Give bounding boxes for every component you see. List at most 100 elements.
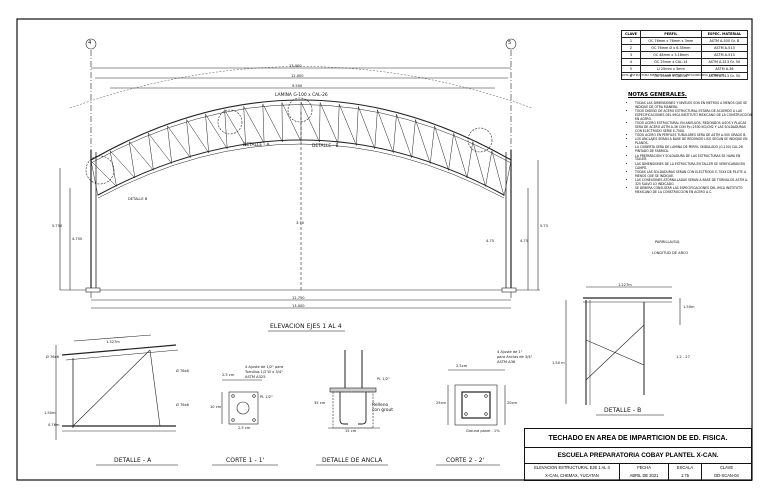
note-item: TODO ACERO EN PERFILES TUBULARES SERA DE… [635,133,752,138]
dim-top-2: 12.000 [291,74,304,78]
notes-legend-1: PARRILLA/SUJ. [655,240,681,244]
dim-right-h1: 4.75 [486,239,495,243]
axis-bubble-right [505,38,517,50]
corte2-dim-1: 2.5cm [456,364,468,368]
material-cell: ASTM A-36 [700,65,749,73]
ancla-relleno-2: con grout [372,408,393,413]
elevation-view [59,38,540,309]
tb-location: X-CAN, CHEMAX, YUCATAN [545,473,599,478]
det-a-leader-1: Ø 76x6 [46,355,59,359]
det-b-title: DETALLE - B [604,407,642,414]
dim-right-h3: 4.75 [520,239,529,243]
section-1-view [221,379,262,425]
dim-right-h2: 5.75 [540,224,549,228]
corte2-ground: Ground panel - 1% [466,429,500,433]
material-cell: ASTM A-513 [700,51,749,59]
sheet-border [16,18,753,481]
det-b-dim-2: 1.50m [683,305,695,309]
material-footnote: NOTA: ESTRUCTURA METALICA CON PINTURA AN… [621,73,724,77]
detalle-b-callout: DETALLE - B [312,144,339,149]
note-item: LOS ANCLAJES SERAN A BASE DE REDONDO LIS… [635,137,752,146]
ancla-dim-3: 15 cm [345,429,357,433]
material-col-perfil: PERFIL [639,30,702,38]
anchor-detail-view [328,350,380,429]
note-item: TODO ACERO ESTRUCTURAL EN ANGULOS, REDON… [635,121,752,134]
material-cell: 1 [621,37,641,45]
axis-label-left: 4 [88,40,92,46]
note-item: TODAS LAS SOLDADURAS SERAN CON ELECTRODO… [635,170,752,179]
det-a-leader-3: Ø 76x6 [176,403,189,407]
ancla-relleno-1: Relleno [372,403,389,408]
dim-bottom-1: 12.750 [292,296,305,300]
det-a-title: DETALLE - A [114,457,152,464]
material-cell: 2 [621,44,641,52]
det-b-dim-1: 1.227m [618,283,632,287]
note-item: LA CUBIERTA SERA DE LAMINA DE PERFIL OND… [635,146,752,154]
corte2-dim-3: 20cm [507,401,518,405]
corte1-dim-1: 2.5 cm [222,373,235,377]
material-cell: ASTM A-513 Gr. 50 [700,72,749,80]
notes-legend-2: LONGITUD DE ARCO [652,251,689,255]
material-cell: OC 76mm x 76mm x 3mm [639,37,702,45]
det-a-dim-2: 1.50m [44,411,56,415]
det-a-dim-3: 0.76m [48,423,60,427]
dim-center: 3.70 [296,221,305,225]
material-table-header: CLAVE PERFIL ESPEC. MATERIAL [621,30,749,38]
tb-clave-value: DD-XCAN-04 [714,473,739,478]
corte2-note-3: ASTM A36 [497,360,516,364]
detalle-a-callout: DETALLE - A [243,143,270,148]
material-cell: 5 [621,65,641,73]
det-a-dim-1: 1.327m [106,340,120,344]
school-name: ESCUELA PREPARATORIA COBAY PLANTEL X-CAN… [525,448,751,464]
material-cell: 6 [621,72,641,80]
material-cell: ASTM A-513 Gr. 50 [700,58,749,66]
corte2-title: CORTE 2 - 2' [446,457,485,464]
material-cell: LI 25mm x 3mm [639,65,702,73]
dim-left-h2: 4.750 [72,237,83,241]
detail-b-view [565,286,681,405]
material-cell: ASTM A-513 [700,44,749,52]
corte1-plate: PL 1/2" [260,395,273,399]
material-cell: 4 [621,58,641,66]
material-col-clave: CLAVE [621,30,641,38]
tb-escala-label: ESCALA [676,465,694,470]
material-cell: ASTM A-500 Gr. B [700,37,749,45]
tb-clave-cell: CLAVE DD-XCAN-04 [702,464,751,480]
axis-label-right: 5 [508,40,512,46]
tb-escala-value: 1:75 [681,473,689,478]
detalle-b-left-callout: DETALLE B [128,197,148,201]
dim-left-h1: 5.750 [52,224,63,228]
note-item: SE DEBERA CONSULTAR LAS ESPECIFICACIONES… [635,186,752,195]
tb-desc-cell: ELEVACION ESTRUCTURAL EJE 1 AL 4 X-CAN, … [525,464,620,480]
tb-fecha-label: FECHA [637,465,651,470]
corte1-note-3: ASTM A325 [245,375,266,379]
tb-fecha-value: ABRIL DE 2021 [629,473,659,478]
lamina-label: LAMINA G-100 x CAL-26 [275,93,328,98]
det-b-dim-4: 1.50 m [552,361,565,365]
corte2-dim-2: 25cm [436,401,447,405]
corte2-note-2: para Anclas de 3/4" [497,355,533,359]
tb-fecha-cell: FECHA ABRIL DE 2021 [620,464,669,480]
ancla-title: DETALLE DE ANCLA [322,457,383,464]
detail-a-view [55,334,179,440]
corte1-title: CORTE 1 - 1' [226,457,265,464]
material-cell: 3 [621,51,641,59]
title-block: TECHADO EN AREA DE IMPARTICION DE ED. FI… [524,428,752,481]
elevation-title: ELEVACION EJES 1 AL 4 [270,323,342,330]
material-cell: OC 76mm Ø x 6.35mm [639,44,702,52]
notes-title: NOTAS GENERALES. [628,92,687,98]
note-item: LA PREPARACION Y SOLDADURA DE LAS ESTRUC… [635,154,752,163]
dim-top-1: 13.000 [289,64,302,68]
title-underlines [96,330,664,466]
axis-bubble-left [85,38,97,50]
note-item: LAS DIMENSIONES DE LA ESTRUCTURA EN TALL… [635,162,752,171]
tb-clave-label: CLAVE [719,465,734,470]
tb-escala-cell: ESCALA 1:75 [669,464,702,480]
